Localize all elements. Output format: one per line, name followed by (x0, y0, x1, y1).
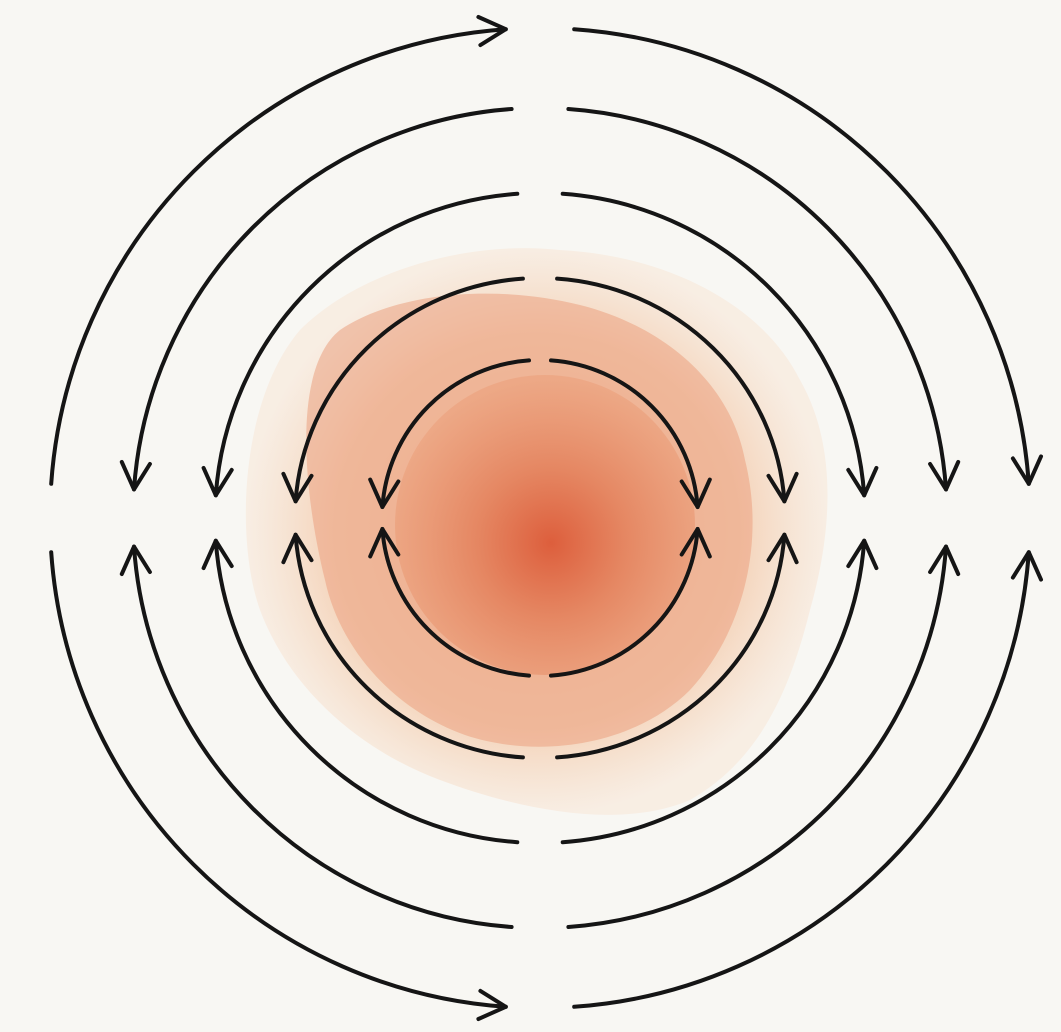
watercolor-blob (246, 248, 828, 815)
